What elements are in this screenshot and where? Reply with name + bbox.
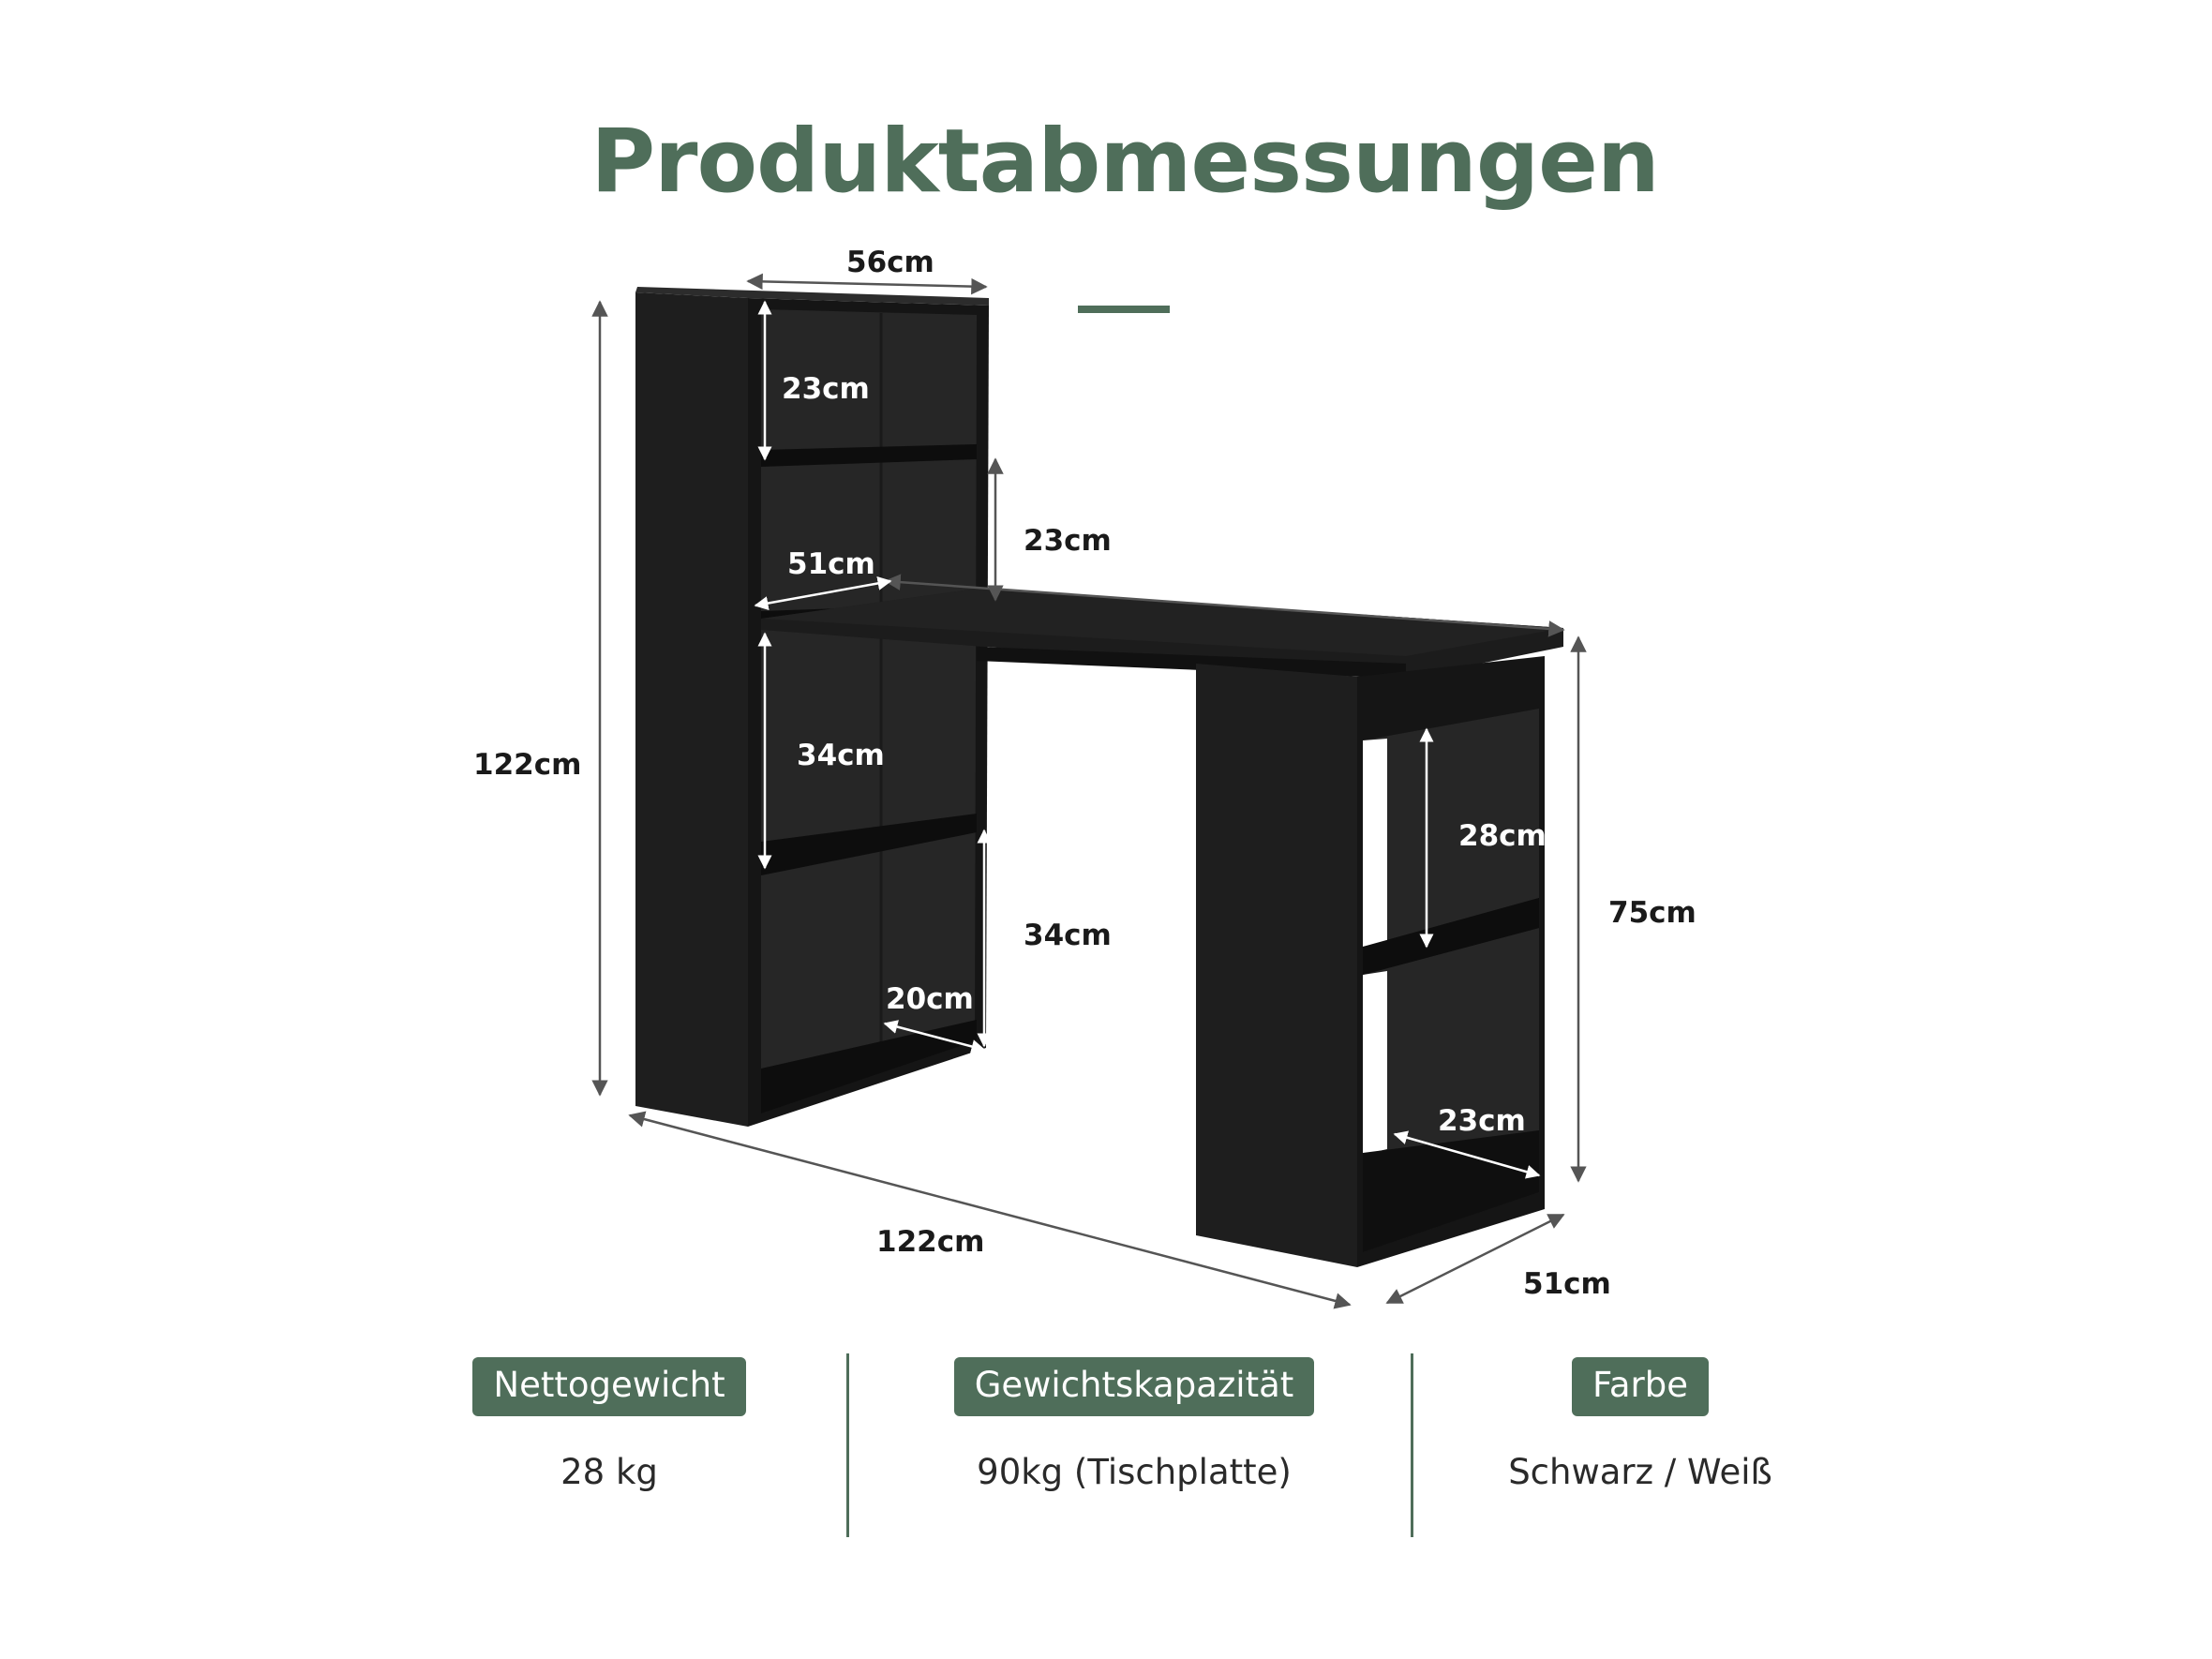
spec-weight-capacity: Gewichtskapazität 90kg (Tischplatte)	[937, 1357, 1331, 1492]
label-shelf-width: 56cm	[846, 246, 934, 279]
inner-dimension-lines	[754, 300, 1541, 1179]
label-desk-depth: 51cm	[1523, 1267, 1611, 1301]
label-total-height: 122cm	[473, 748, 581, 782]
spec-net-weight: Nettogewicht 28 kg	[431, 1357, 787, 1492]
spec-color-label: Farbe	[1571, 1357, 1710, 1416]
label-shelf-depth: 51cm	[787, 547, 875, 581]
side-cabinet	[1196, 656, 1545, 1267]
bookshelf	[635, 287, 989, 1127]
spec-divider-2	[1411, 1353, 1413, 1537]
label-desk-height: 75cm	[1608, 896, 1696, 930]
spec-net-weight-value: 28 kg	[560, 1452, 658, 1492]
spec-color: Farbe Schwarz / Weiß	[1481, 1357, 1800, 1492]
spec-weight-capacity-value: 90kg (Tischplatte)	[977, 1452, 1292, 1492]
label-shelf-mid-compartment: 34cm	[797, 739, 885, 772]
label-shelf-lower-outer: 34cm	[1024, 919, 1112, 952]
title-accent-bar	[1078, 306, 1170, 313]
page-title: Produktabmessungen	[590, 111, 1660, 213]
outer-dimension-lines	[591, 273, 1587, 1309]
spec-net-weight-label: Nettogewicht	[472, 1357, 746, 1416]
label-total-width: 122cm	[876, 1225, 984, 1259]
spec-divider-1	[846, 1353, 849, 1537]
label-shelf-upper-outer: 23cm	[1024, 524, 1112, 558]
spec-weight-capacity-label: Gewichtskapazität	[953, 1357, 1315, 1416]
spec-color-value: Schwarz / Weiß	[1508, 1452, 1772, 1492]
label-shelf-top-compartment: 23cm	[782, 372, 870, 406]
label-side-compartment-height: 28cm	[1458, 819, 1547, 853]
label-shelf-bottom-depth: 20cm	[886, 982, 974, 1016]
label-side-compartment-depth: 23cm	[1438, 1104, 1526, 1138]
